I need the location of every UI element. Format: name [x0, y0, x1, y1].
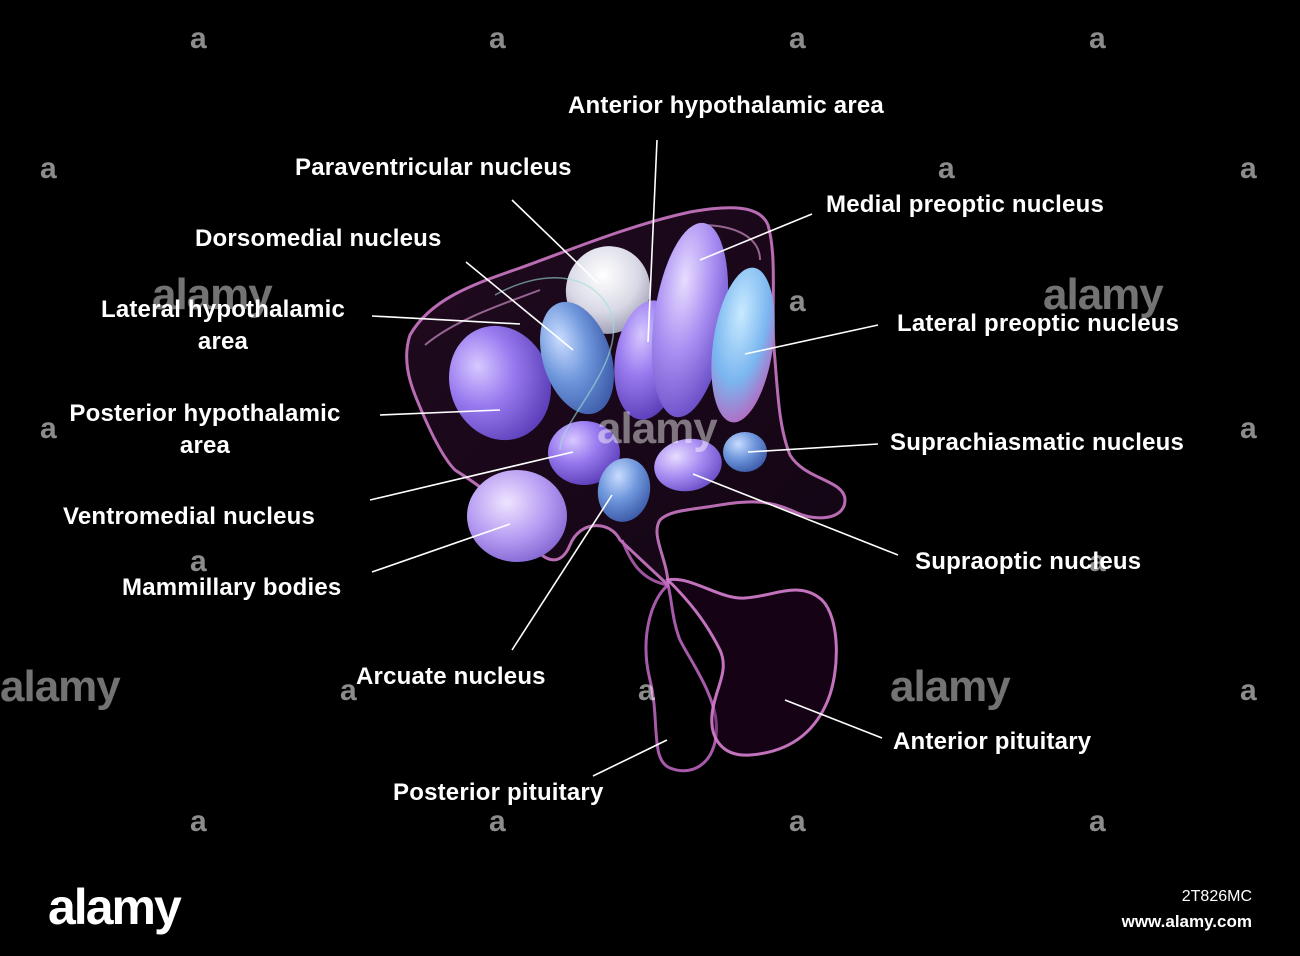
leader-mammillary-bodies — [371, 523, 511, 573]
watermark-mark: a — [190, 805, 207, 838]
watermark-mark: a — [789, 805, 806, 838]
watermark-word: alamy — [597, 404, 718, 453]
label-posterior-hypothalamic-area-line-1: Posterior hypothalamic — [69, 400, 341, 427]
watermark-mark: a — [1240, 412, 1257, 445]
suprachiasmatic-nucleus-shape — [723, 432, 767, 472]
leader-lines — [369, 139, 899, 777]
shell-inner-rim-2 — [699, 224, 761, 261]
watermark-mark: a — [1089, 545, 1106, 578]
label-posterior-hypothalamic-area: Posterior hypothalamic area — [52, 398, 358, 462]
watermark-mark: a — [190, 22, 207, 55]
label-paraventricular-nucleus: Paraventricular nucleus — [295, 154, 572, 181]
posterior-pituitary-outline — [644, 582, 718, 773]
label-lateral-preoptic-nucleus: Lateral preoptic nucleus — [897, 310, 1180, 337]
watermark-mark: a — [1240, 674, 1257, 707]
ventromedial-nucleus-shape — [548, 421, 620, 485]
label-lateral-hypothalamic-area-line-1: Lateral hypothalamic — [100, 296, 346, 323]
watermark-mark: a — [789, 285, 806, 318]
leader-lateral-hypothalamic-area — [371, 315, 521, 325]
watermark-word: alamy — [890, 662, 1011, 711]
label-anterior-pituitary: Anterior pituitary — [893, 728, 1092, 755]
label-suprachiasmatic-nucleus: Suprachiasmatic nucleus — [890, 429, 1185, 456]
watermark-mark: a — [789, 22, 806, 55]
label-dorsomedial-nucleus: Dorsomedial nucleus — [195, 225, 442, 252]
watermark-mark: a — [1089, 22, 1106, 55]
infundibulum — [620, 539, 669, 587]
leader-suprachiasmatic-nucleus — [747, 443, 879, 453]
leader-paraventricular-nucleus — [511, 199, 599, 284]
arcuate-nucleus-shape — [597, 458, 651, 522]
image-code: 2T826MC — [1181, 888, 1252, 905]
medial-preoptic-nucleus-shape — [651, 222, 729, 418]
watermark-mark: a — [489, 22, 506, 55]
watermark-mark: a — [340, 674, 357, 707]
leader-arcuate-nucleus — [511, 494, 613, 651]
watermark-mark: a — [638, 674, 655, 707]
label-arcuate-nucleus: Arcuate nucleus — [356, 663, 546, 690]
alamy-logo: alamy — [48, 879, 182, 935]
watermark-mark: a — [489, 805, 506, 838]
watermark-mark: a — [938, 152, 955, 185]
watermark-mark: a — [40, 152, 57, 185]
label-posterior-hypothalamic-area-line-2: area — [179, 432, 231, 459]
dorsomedial-nucleus-shape — [540, 301, 614, 415]
watermark-mark: a — [1240, 152, 1257, 185]
label-lateral-hypothalamic-area: Lateral hypothalamic area — [86, 294, 360, 358]
watermark-mark: a — [190, 545, 207, 578]
leader-anterior-pituitary — [784, 699, 883, 739]
watermark-mark: a — [1089, 805, 1106, 838]
label-anterior-hypothalamic-area: Anterior hypothalamic area — [568, 92, 884, 119]
leader-medial-preoptic-nucleus — [699, 213, 813, 261]
label-mammillary-bodies: Mammillary bodies — [122, 574, 342, 601]
label-medial-preoptic-nucleus: Medial preoptic nucleus — [826, 191, 1104, 218]
leader-ventromedial-nucleus — [369, 451, 574, 501]
shell-inner-rim — [424, 289, 541, 346]
label-lateral-hypothalamic-area-line-2: area — [197, 328, 249, 355]
label-ventromedial-nucleus: Ventromedial nucleus — [63, 503, 316, 530]
leader-anterior-hypothalamic-area — [647, 139, 658, 343]
leader-lateral-preoptic-nucleus — [744, 324, 879, 355]
lateral-preoptic-nucleus-shape — [711, 267, 775, 423]
mammillary-bodies-shape — [467, 470, 567, 562]
anterior-pituitary-outline — [665, 577, 838, 757]
watermark-word: alamy — [0, 662, 121, 711]
fibre-tract — [494, 277, 615, 451]
leader-supraoptic-nucleus — [692, 473, 899, 556]
leader-posterior-hypothalamic-area — [379, 409, 501, 416]
label-posterior-pituitary: Posterior pituitary — [393, 779, 604, 806]
site-url: www.alamy.com — [1121, 912, 1252, 931]
label-supraoptic-nucleus: Supraoptic nucleus — [915, 548, 1142, 575]
watermark-word: alamy — [1043, 270, 1164, 319]
watermark-word: alamy — [152, 270, 273, 319]
leader-posterior-pituitary — [592, 739, 668, 777]
watermark-mark: a — [40, 412, 57, 445]
leader-dorsomedial-nucleus — [465, 261, 574, 351]
